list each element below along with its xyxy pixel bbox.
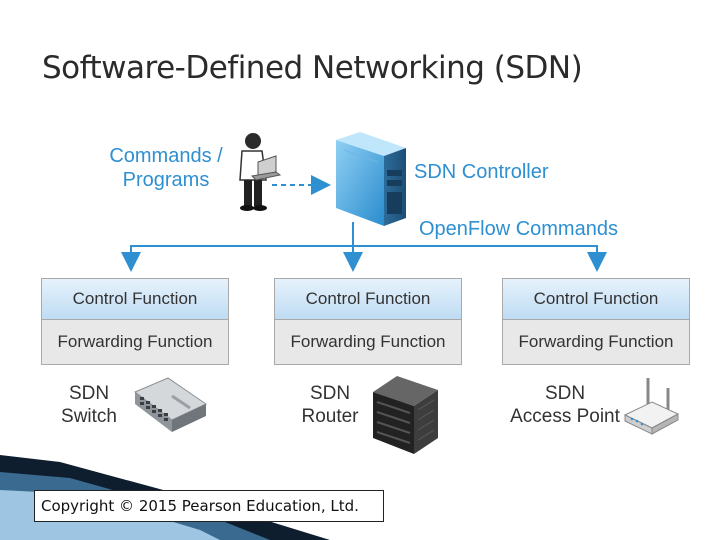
control-function-cell: Control Function [275, 279, 461, 320]
access-point-function-box: Control Function Forwarding Function [502, 278, 690, 365]
sdn-controller-label: SDN Controller [414, 161, 549, 183]
forwarding-function-cell: Forwarding Function [42, 320, 228, 364]
device-label-line2: Switch [61, 406, 117, 427]
sdn-switch-label: SDN Switch [52, 382, 126, 428]
commands-programs-label: Commands / Programs [98, 144, 234, 192]
device-label-line1: SDN [309, 383, 351, 404]
device-label-line1: SDN [544, 383, 586, 404]
openflow-commands-label: OpenFlow Commands [419, 218, 618, 240]
commands-label-line2: Programs [122, 169, 210, 191]
control-function-cell: Control Function [42, 279, 228, 320]
router-function-box: Control Function Forwarding Function [274, 278, 462, 365]
copyright-notice: Copyright © 2015 Pearson Education, Ltd. [34, 490, 384, 522]
switch-function-box: Control Function Forwarding Function [41, 278, 229, 365]
forwarding-function-cell: Forwarding Function [503, 320, 689, 364]
control-function-cell: Control Function [503, 279, 689, 320]
page-title: Software-Defined Networking (SDN) [42, 50, 583, 86]
device-label-line2: Router [301, 406, 359, 427]
device-label-line2: Access Point [510, 406, 620, 427]
sdn-access-point-label: SDN Access Point [506, 382, 624, 428]
sdn-router-label: SDN Router [293, 382, 367, 428]
forwarding-function-cell: Forwarding Function [275, 320, 461, 364]
commands-label-line1: Commands / [109, 145, 223, 167]
device-label-line1: SDN [68, 383, 110, 404]
